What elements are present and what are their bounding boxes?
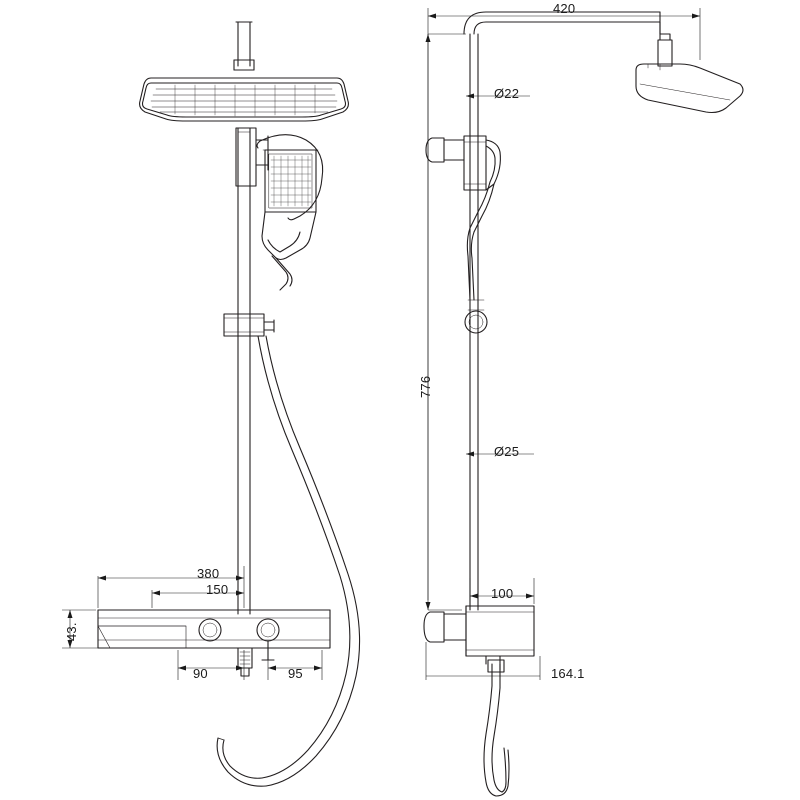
dim-164 xyxy=(425,642,541,680)
side-slider-ring xyxy=(464,299,488,334)
dim-95 xyxy=(267,644,323,680)
dim-label-380: 380 xyxy=(197,566,220,581)
dim-380 xyxy=(97,566,245,608)
front-overhead-arm xyxy=(233,21,255,71)
dim-dia25 xyxy=(466,451,534,457)
dim-100 xyxy=(469,578,535,604)
front-riser-bar xyxy=(237,127,251,615)
side-upper-bracket xyxy=(425,135,501,301)
dim-label-100: 100 xyxy=(491,586,514,601)
dim-90 xyxy=(177,650,245,680)
front-upper-bracket xyxy=(235,127,269,187)
dim-dia22 xyxy=(466,93,530,99)
dim-43 xyxy=(62,609,108,649)
front-mixer-body xyxy=(97,609,331,661)
dim-label-dia22: Ø22 xyxy=(494,86,520,101)
dim-label-150: 150 xyxy=(206,582,229,597)
dim-label-dia25: Ø25 xyxy=(494,444,520,459)
dim-label-90: 90 xyxy=(193,666,208,681)
side-shower-head xyxy=(635,33,744,114)
dim-776 xyxy=(425,33,466,611)
front-shower-head xyxy=(139,77,349,122)
front-slider-bracket xyxy=(223,313,275,337)
dim-label-43: 43. xyxy=(64,622,79,641)
side-riser-bar xyxy=(469,33,479,611)
dim-label-95: 95 xyxy=(288,666,303,681)
dim-150 xyxy=(151,590,244,608)
dim-label-776: 776 xyxy=(418,375,433,398)
front-hand-shower xyxy=(256,134,324,291)
dim-label-164: 164.1 xyxy=(551,666,585,681)
dim-label-420: 420 xyxy=(553,1,576,16)
side-mixer-body xyxy=(423,605,535,797)
